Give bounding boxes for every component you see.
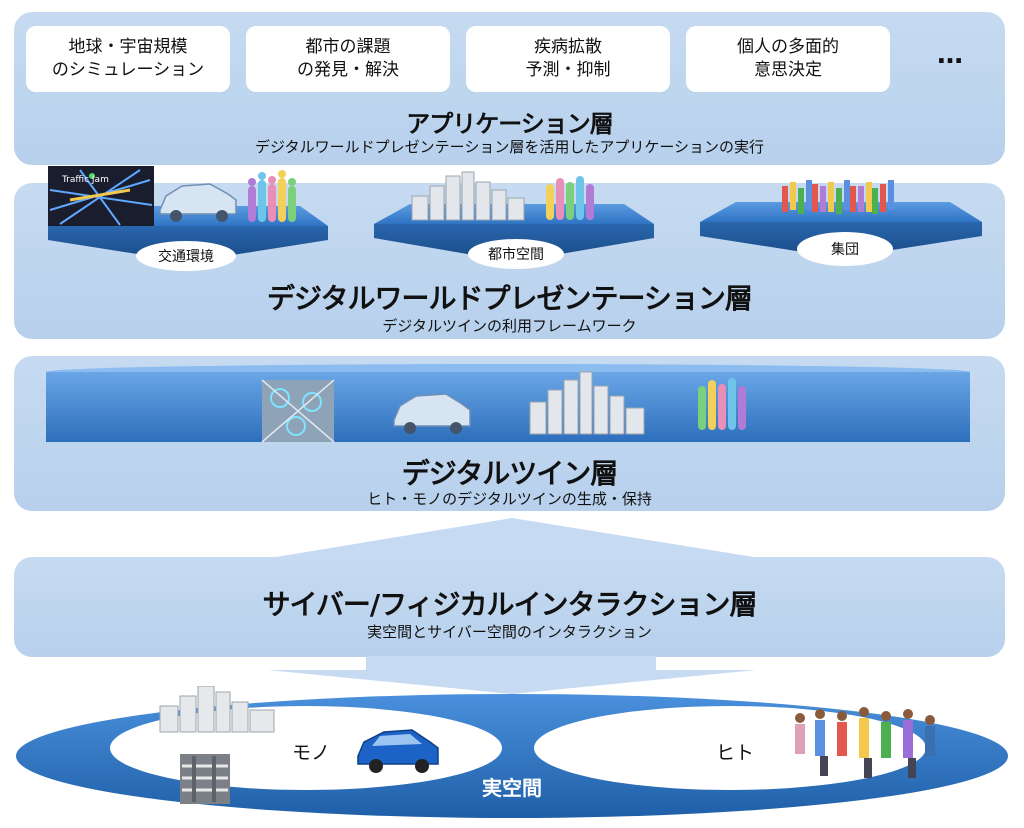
application-layer: 地球・宇宙規模 のシミュレーション 都市の課題 の発見・解決 疾病拡散 予測・抑… <box>14 12 1005 165</box>
sensor-network-icon <box>261 379 335 443</box>
platform-label-traffic[interactable]: 交通環境 <box>136 241 236 271</box>
app-card-decision-making[interactable]: 個人の多面的 意思決定 <box>686 26 890 92</box>
application-layer-subtitle: デジタルワールドプレゼンテーション層を活用したアプリケーションの実行 <box>254 138 765 156</box>
people-group-icon-2 <box>546 176 594 220</box>
digital-twin-layer-subtitle: ヒト・モノのデジタルツインの生成・保持 <box>367 490 652 508</box>
platform-label-urban[interactable]: 都市空間 <box>468 239 564 269</box>
crowd-icon <box>782 180 894 214</box>
people-group-icon-3 <box>698 378 746 430</box>
traffic-map-image <box>48 166 154 226</box>
digital-twin-layer-title: デジタルツイン層 <box>401 457 618 490</box>
interaction-layer-title: サイバー/フィジカルインタラクション層 <box>262 588 757 621</box>
real-space-left-label: モノ <box>292 742 331 764</box>
city-buildings-icon-2 <box>529 371 645 435</box>
city-buildings-icon <box>411 171 525 221</box>
up-arrow-icon <box>270 518 760 560</box>
real-crowd-icon <box>795 707 935 778</box>
wireframe-car-icon <box>159 183 237 222</box>
presentation-platforms <box>48 166 982 262</box>
app-card-simulation[interactable]: 地球・宇宙規模 のシミュレーション <box>26 26 230 92</box>
interaction-layer: サイバー/フィジカルインタラクション層 実空間とサイバー空間のインタラクション <box>14 557 1005 657</box>
traffic-jam-sign: Traffic Jam <box>62 175 109 185</box>
digital-twin-slab <box>46 364 970 443</box>
real-space-title: 実空間 <box>482 776 542 800</box>
people-group-icon <box>248 170 296 222</box>
presentation-layer-title: デジタルワールドプレゼンテーション層 <box>267 282 753 315</box>
app-card-urban-issues[interactable]: 都市の課題 の発見・解決 <box>246 26 450 92</box>
down-arrow-icon <box>268 656 756 694</box>
platform-label-group[interactable]: 集団 <box>797 232 893 266</box>
real-space-ellipse <box>16 686 1008 818</box>
crosswalk-photo-icon <box>180 754 230 804</box>
real-space-right-label: ヒト <box>716 742 755 764</box>
ellipsis: … <box>937 40 963 70</box>
presentation-layer-subtitle: デジタルツインの利用フレームワーク <box>382 317 637 335</box>
wireframe-car-icon-2 <box>393 393 471 434</box>
real-buildings-icon <box>159 686 275 733</box>
interaction-layer-subtitle: 実空間とサイバー空間のインタラクション <box>367 623 652 641</box>
app-card-disease-spread[interactable]: 疾病拡散 予測・抑制 <box>466 26 670 92</box>
application-layer-title: アプリケーション層 <box>406 110 614 138</box>
blue-car-icon <box>357 729 439 773</box>
